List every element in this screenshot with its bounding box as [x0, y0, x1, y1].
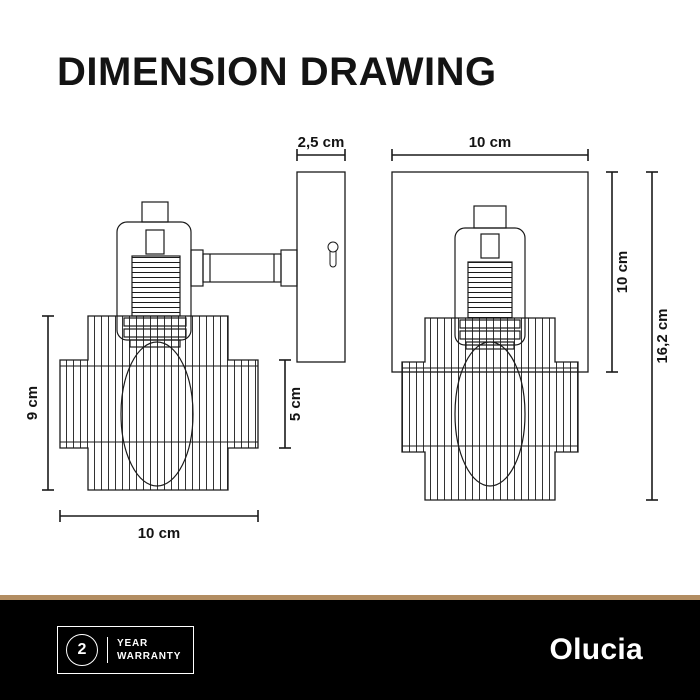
warranty-text: YEAR WARRANTY: [107, 637, 181, 663]
dim-label-front-width: 10 cm: [469, 134, 512, 151]
dim-label-band-height: 5 cm: [287, 387, 304, 421]
dimension-plate-height: 10 cm: [606, 171, 631, 373]
warranty-years: 2: [77, 641, 87, 658]
dim-label-plate-height: 10 cm: [614, 251, 631, 294]
dimension-total-height: 16,2 cm: [646, 171, 671, 501]
wall-plate-side: [296, 171, 346, 363]
dim-label-depth: 2,5 cm: [298, 134, 345, 151]
glass-shade-front: [401, 317, 579, 501]
dimension-front-width: 10 cm: [391, 134, 589, 161]
footer: 2 YEAR WARRANTY Olucia: [0, 595, 700, 700]
page-title: DIMENSION DRAWING: [57, 50, 497, 94]
accent-divider: [0, 595, 700, 600]
light-bulb-side: [120, 341, 194, 487]
warranty-text-line2: WARRANTY: [117, 651, 182, 662]
glass-shade-side: [59, 315, 259, 491]
light-bulb-front: [454, 341, 526, 487]
footer-bar: 2 YEAR WARRANTY Olucia: [0, 600, 700, 700]
dim-label-shade-height: 9 cm: [24, 386, 41, 420]
warranty-text-line1: YEAR: [117, 638, 148, 649]
dimension-band-height: 5 cm: [279, 359, 304, 449]
lamp-arm: [190, 249, 298, 287]
brand-logo: Olucia: [549, 633, 643, 666]
dim-label-side-width: 10 cm: [138, 525, 181, 542]
warranty-seal-icon: 2: [66, 634, 98, 666]
warranty-badge: 2 YEAR WARRANTY: [57, 626, 195, 674]
front-view: 10 cm 10 cm: [391, 134, 671, 501]
keyhole-slot: [327, 241, 339, 268]
dimension-shade-height: 9 cm: [24, 315, 54, 491]
dim-label-total-height: 16,2 cm: [654, 308, 671, 363]
dimension-depth: 2,5 cm: [296, 134, 346, 161]
dimension-side-width: 10 cm: [59, 510, 259, 542]
technical-drawing: 2,5 cm: [24, 134, 671, 542]
side-view: 2,5 cm: [24, 134, 346, 542]
